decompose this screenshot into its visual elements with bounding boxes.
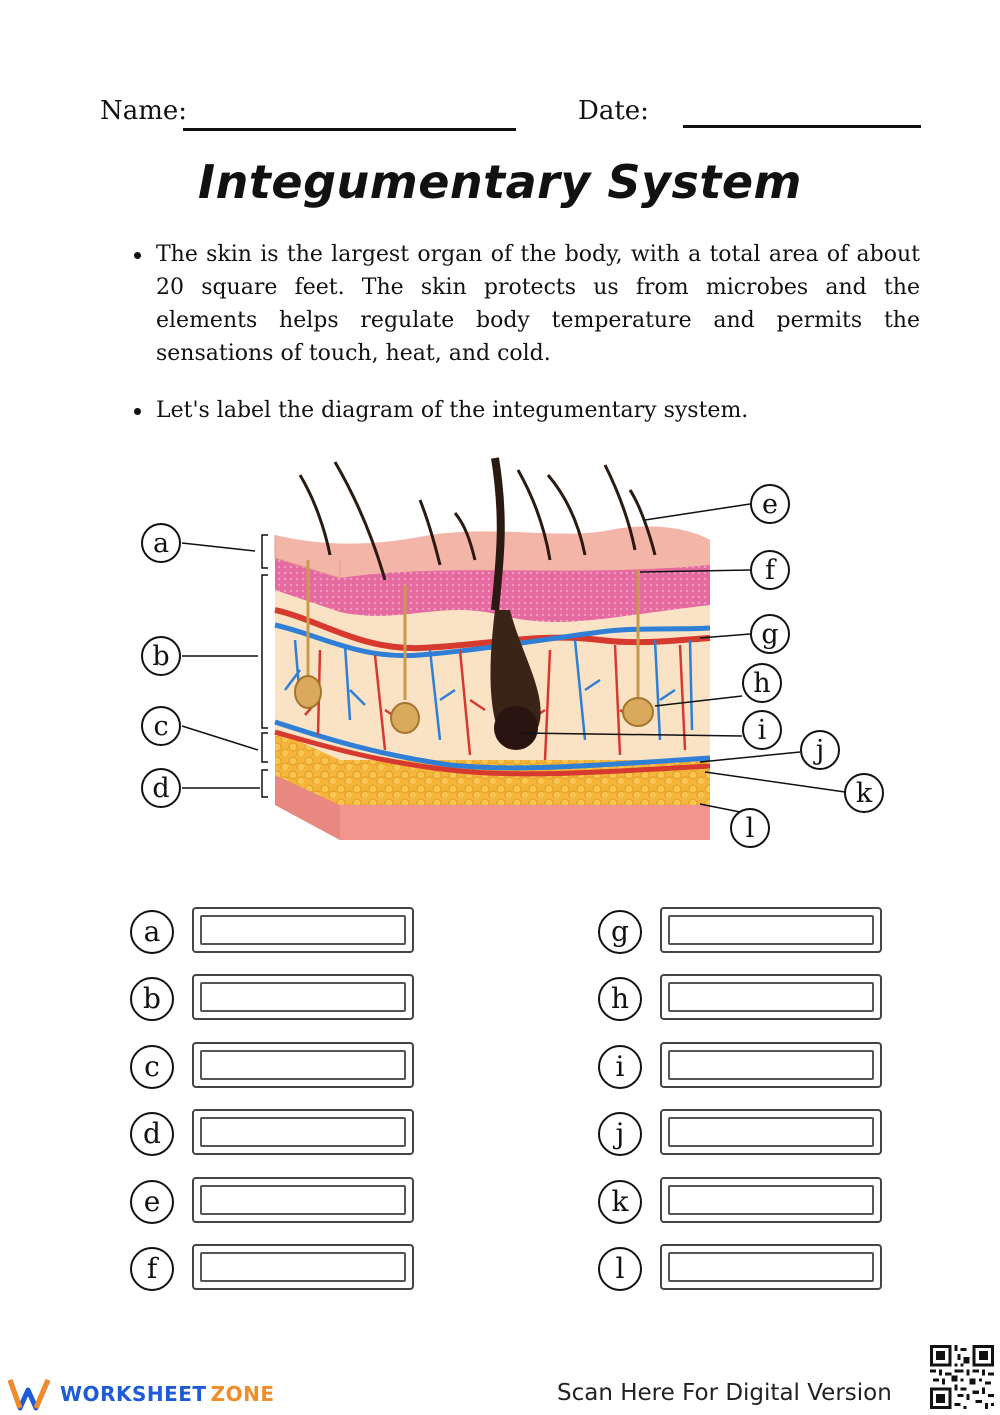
answer-letter: i [598, 1045, 642, 1089]
svg-text:h: h [753, 668, 770, 699]
name-label: Name: [100, 96, 188, 126]
answer-box-f[interactable] [192, 1244, 414, 1290]
bullet-item: Let's label the diagram of the integumen… [130, 394, 920, 427]
answer-letter: j [598, 1112, 642, 1156]
name-line[interactable] [183, 128, 516, 131]
answer-letter: h [598, 977, 642, 1021]
svg-text:b: b [152, 641, 169, 672]
diagram-label-b: b [141, 636, 181, 676]
answer-box-e[interactable] [192, 1177, 414, 1223]
answer-box-k[interactable] [660, 1177, 882, 1223]
vein-lower [274, 719, 711, 771]
svg-text:e: e [762, 489, 778, 520]
answer-letter: k [598, 1180, 642, 1224]
diagram-label-e: e [750, 484, 790, 524]
svg-text:i: i [758, 715, 767, 746]
answer-letter: a [130, 910, 174, 954]
base-layer [340, 805, 710, 840]
answer-letter: c [130, 1045, 174, 1089]
svg-text:d: d [152, 773, 169, 804]
hair-bulb [494, 706, 538, 750]
answer-box-d[interactable] [192, 1109, 414, 1155]
diagram-label-i: i [742, 710, 782, 750]
date-line[interactable] [683, 125, 921, 128]
answer-letter: e [130, 1180, 174, 1224]
sweat-glands [294, 560, 654, 734]
answer-letter: l [598, 1247, 642, 1291]
diagram-label-circles: a b c d e f g h i j k l [141, 484, 884, 848]
surface-hairs [298, 461, 657, 581]
answer-letter: d [130, 1112, 174, 1156]
skin-diagram: a b c d e f g h i j k l [141, 457, 884, 848]
diagram-label-g: g [750, 614, 790, 654]
diagram-label-k: k [844, 773, 884, 813]
scan-instruction: Scan Here For Digital Version [557, 1380, 892, 1406]
diagram-label-a: a [141, 523, 181, 563]
answer-box-c[interactable] [192, 1042, 414, 1088]
answer-box-g[interactable] [660, 907, 882, 953]
brand-part1: WORKSHEET [60, 1382, 207, 1406]
diagram-label-c: c [141, 706, 181, 746]
svg-text:j: j [813, 735, 824, 766]
svg-text:a: a [153, 528, 169, 559]
answer-box-b[interactable] [192, 974, 414, 1020]
layer-brackets [261, 534, 268, 798]
answer-letter: g [598, 910, 642, 954]
diagram-label-d: d [141, 768, 181, 808]
answer-letter: b [130, 977, 174, 1021]
answer-box-j[interactable] [660, 1109, 882, 1155]
artery-lower [274, 729, 711, 777]
leader-lines [181, 503, 846, 813]
svg-text:f: f [765, 555, 777, 586]
worksheetzone-logo-icon [8, 1379, 51, 1411]
bullet-item: The skin is the largest organ of the bod… [130, 238, 920, 370]
diagram-label-h: h [742, 663, 782, 703]
svg-text:c: c [153, 711, 168, 742]
capillaries-blue [284, 639, 694, 741]
instructions: The skin is the largest organ of the bod… [130, 238, 920, 427]
date-label: Date: [578, 96, 649, 126]
diagram-label-j: j [800, 730, 840, 770]
epidermis-top [275, 526, 710, 578]
hair-follicle [490, 610, 541, 743]
svg-text:g: g [761, 619, 778, 650]
answer-box-i[interactable] [660, 1042, 882, 1088]
answer-box-a[interactable] [192, 907, 414, 953]
qr-code-icon[interactable] [930, 1345, 994, 1409]
svg-text:l: l [746, 813, 755, 844]
hair-shaft [491, 457, 505, 611]
diagram-label-f: f [750, 550, 790, 590]
brand-part2: ZONE [210, 1382, 275, 1406]
answer-letter: f [130, 1247, 174, 1291]
page-title: Integumentary System [198, 155, 802, 209]
diagram-label-l: l [730, 808, 770, 848]
answer-box-h[interactable] [660, 974, 882, 1020]
svg-text:k: k [856, 778, 873, 809]
answer-box-l[interactable] [660, 1244, 882, 1290]
